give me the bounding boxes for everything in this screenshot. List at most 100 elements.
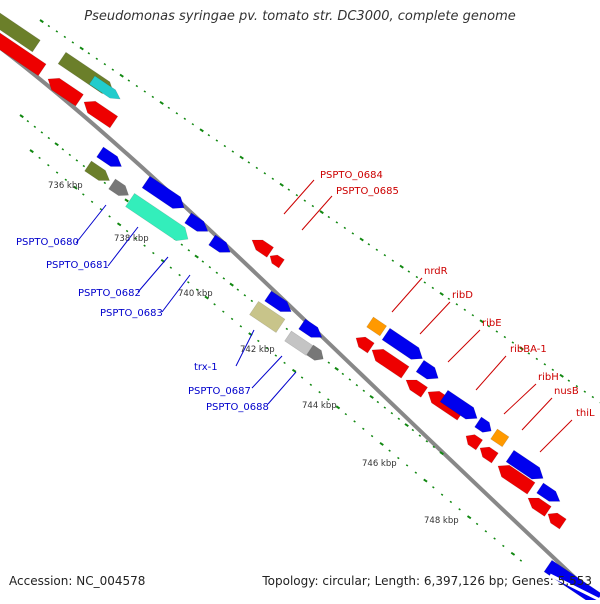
tick-mark [327, 361, 331, 364]
reverse-gene-arrow [355, 336, 375, 354]
tick-mark [397, 456, 400, 460]
kbp-tick-label: 738 kbp [114, 234, 149, 244]
tick-mark [559, 373, 564, 378]
tick-mark [367, 243, 371, 246]
tick-mark [432, 445, 436, 449]
tick-mark [449, 500, 453, 504]
tick-mark [183, 117, 187, 120]
tick-mark [255, 166, 259, 170]
tick-mark [519, 559, 523, 562]
reverse-gene-label: ribD [452, 290, 473, 301]
kbp-tick-label: 736 kbp [48, 181, 83, 191]
reverse-gene-arrow [371, 348, 410, 379]
tick-mark [195, 288, 199, 291]
reverse-gene-arrow [497, 464, 536, 495]
label-leader-line [251, 355, 283, 389]
tick-mark [432, 486, 435, 489]
tick-mark [440, 493, 444, 496]
tick-mark [29, 149, 34, 154]
tick-mark [487, 324, 491, 328]
cds-block [366, 316, 388, 337]
tick-mark [351, 232, 355, 235]
tick-mark [61, 148, 65, 151]
label-leader-line [161, 274, 191, 313]
tick-mark [575, 385, 579, 388]
tick-mark [152, 251, 155, 255]
reverse-gene-arrow [251, 239, 275, 258]
tick-mark [439, 292, 444, 296]
reverse-gene-arrow [547, 512, 567, 530]
tick-mark [247, 161, 251, 164]
reverse-gene-arrow [465, 434, 484, 451]
forward-gene-arrow [536, 482, 561, 502]
tick-mark [309, 383, 313, 387]
tick-mark [283, 361, 286, 365]
tick-mark [583, 390, 587, 393]
forward-gene-label: PSPTO_0680 [16, 237, 79, 248]
tick-mark [55, 30, 59, 33]
tick-mark [390, 412, 394, 415]
tick-mark [73, 185, 78, 190]
tick-mark [425, 440, 429, 443]
tick-mark [362, 427, 365, 430]
reverse-gene-label: ribE [482, 318, 502, 329]
tick-mark [510, 551, 516, 556]
tick-mark [125, 229, 129, 233]
reverse-gene-arrow [47, 77, 84, 107]
tick-mark [33, 125, 37, 128]
tick-mark [215, 139, 219, 142]
tick-mark [116, 222, 122, 227]
tick-mark [191, 123, 195, 126]
backbone-gap [0, 52, 594, 604]
label-leader-line [301, 195, 333, 231]
kbp-tick-label: 744 kbp [302, 401, 337, 411]
label-leader-line [391, 277, 423, 313]
tick-mark [99, 207, 103, 211]
tick-mark [287, 188, 291, 191]
forward-gene-arrow [298, 318, 323, 338]
backbone-outer [0, 45, 600, 604]
tick-mark [38, 156, 41, 160]
tick-mark [111, 68, 115, 71]
cds-block [0, 1, 41, 53]
tick-mark [335, 405, 341, 410]
kbp-tick-label: 740 kbp [178, 289, 213, 299]
forward-gene-arrow [208, 234, 231, 253]
tick-mark [239, 155, 244, 160]
reverse-gene-label: nrdR [424, 266, 448, 277]
tick-mark [257, 339, 260, 343]
label-leader-line [107, 226, 139, 267]
tick-mark [484, 530, 488, 533]
tick-mark [511, 341, 515, 344]
tick-mark [319, 210, 324, 215]
forward-gene-label: PSPTO_0683 [100, 308, 163, 319]
cds-arrow [84, 160, 111, 181]
tick-mark [167, 106, 171, 110]
kbp-tick-label: 746 kbp [362, 459, 397, 469]
tick-mark [535, 357, 539, 361]
tick-mark [229, 282, 234, 287]
forward-gene-arrow [381, 327, 423, 360]
tick-mark [79, 46, 84, 51]
tick-mark [376, 400, 380, 404]
label-leader-line [235, 329, 255, 367]
reverse-gene-arrow [405, 379, 429, 398]
label-leader-line [539, 419, 573, 453]
reverse-gene-arrow [479, 446, 499, 464]
tick-mark [311, 204, 315, 208]
tick-mark [423, 281, 427, 284]
tick-mark [204, 295, 209, 300]
tick-mark [208, 266, 212, 269]
tick-mark [199, 128, 204, 133]
tick-mark [355, 383, 359, 387]
forward-gene-label: PSPTO_0682 [78, 288, 141, 299]
forward-gene-arrow [474, 416, 492, 433]
reverse-gene-arrow [83, 100, 119, 129]
tick-mark [431, 286, 435, 290]
tick-mark [493, 537, 496, 540]
cds-arrow [125, 192, 189, 242]
kbp-tick-label: 742 kbp [240, 345, 275, 355]
tick-mark [39, 19, 44, 24]
tick-mark [362, 389, 366, 392]
tick-mark [379, 442, 384, 446]
